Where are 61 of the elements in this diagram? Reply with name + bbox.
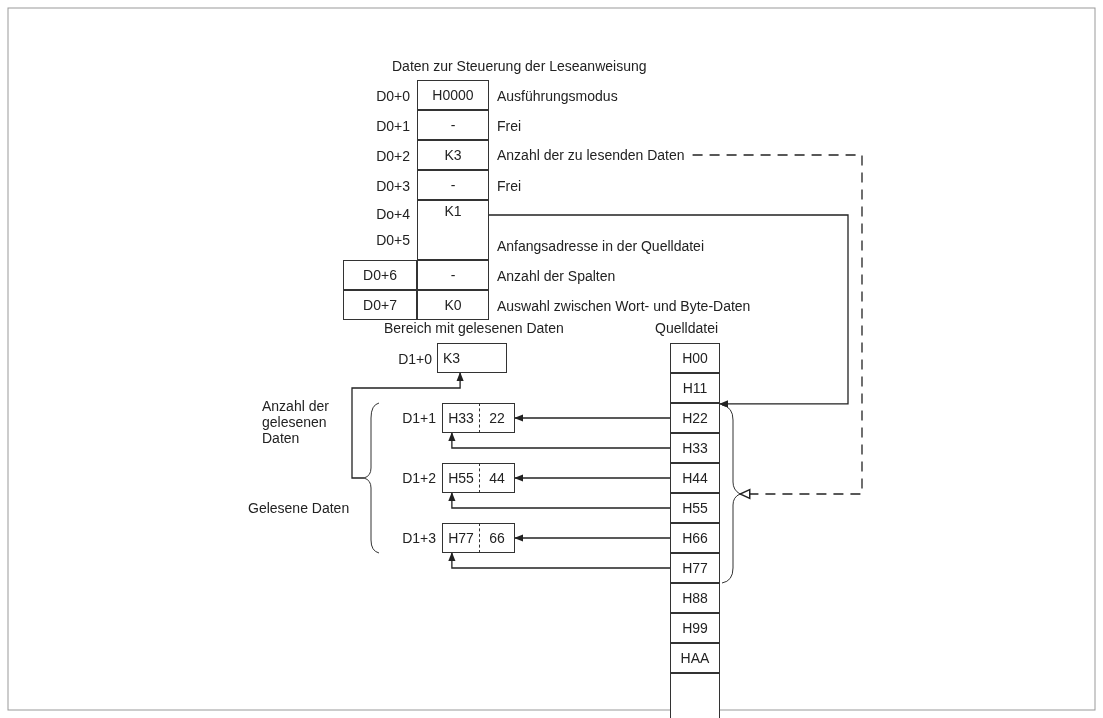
address-label: D1+1 bbox=[401, 410, 436, 426]
description-text: Anzahl der Spalten bbox=[497, 268, 616, 284]
curly-brace bbox=[721, 404, 741, 584]
arrow bbox=[488, 214, 849, 408]
memory-cell: H33 bbox=[670, 433, 720, 463]
address-label: D0+3 bbox=[375, 178, 410, 194]
address-label: D1+0 bbox=[397, 351, 432, 367]
memory-cell: K1 bbox=[417, 200, 489, 260]
memory-cell: 44 bbox=[480, 463, 515, 493]
description-text: Anfangsadresse in der Quelldatei bbox=[497, 238, 705, 254]
memory-cell: H22 bbox=[670, 403, 720, 433]
memory-cell: H11 bbox=[670, 373, 720, 403]
curly-brace bbox=[363, 402, 380, 554]
heading: Daten zur Steuerung der Leseanweisung bbox=[392, 58, 647, 74]
memory-cell: K3 bbox=[437, 343, 507, 373]
description-text: Ausführungsmodus bbox=[497, 88, 618, 104]
memory-cell: H0000 bbox=[417, 80, 489, 110]
description-text: Frei bbox=[497, 118, 522, 134]
heading: Bereich mit gelesenen Daten bbox=[384, 320, 564, 336]
memory-cell: H33 bbox=[442, 403, 480, 433]
memory-cell: H88 bbox=[670, 583, 720, 613]
arrow bbox=[448, 492, 671, 509]
memory-cell: H66 bbox=[670, 523, 720, 553]
arrow bbox=[514, 474, 671, 482]
memory-cell: H00 bbox=[670, 343, 720, 373]
memory-cell: H55 bbox=[442, 463, 480, 493]
address-label: D0+0 bbox=[375, 88, 410, 104]
memory-cell: - bbox=[417, 110, 489, 140]
arrow bbox=[448, 432, 671, 449]
arrow bbox=[351, 372, 464, 479]
annotation-text: Gelesene Daten bbox=[248, 500, 350, 516]
address-label: Do+4 bbox=[375, 206, 410, 222]
address-label: D0+1 bbox=[375, 118, 410, 134]
arrow bbox=[448, 552, 671, 569]
memory-cell: 66 bbox=[480, 523, 515, 553]
memory-cell: D0+6 bbox=[343, 260, 417, 290]
address-label: D0+5 bbox=[375, 232, 410, 248]
address-label: D1+2 bbox=[401, 470, 436, 486]
memory-cell: H55 bbox=[670, 493, 720, 523]
heading: Quelldatei bbox=[655, 320, 719, 336]
memory-cell: HAA bbox=[670, 643, 720, 673]
memory-cell: K0 bbox=[417, 290, 489, 320]
memory-cell: - bbox=[417, 260, 489, 290]
address-label: D0+2 bbox=[375, 148, 410, 164]
memory-cell: H77 bbox=[670, 553, 720, 583]
memory-cell: D0+7 bbox=[343, 290, 417, 320]
memory-cell bbox=[670, 673, 720, 718]
memory-cell: - bbox=[417, 170, 489, 200]
memory-cell: K3 bbox=[417, 140, 489, 170]
memory-cell: H44 bbox=[670, 463, 720, 493]
arrow bbox=[514, 414, 671, 422]
address-label: D1+3 bbox=[401, 530, 436, 546]
description-text: Frei bbox=[497, 178, 522, 194]
annotation-text: Anzahl der gelesenen Daten bbox=[262, 398, 330, 446]
memory-cell: H77 bbox=[442, 523, 480, 553]
description-text: Anzahl der zu lesenden Daten bbox=[497, 144, 685, 166]
memory-cell: H99 bbox=[670, 613, 720, 643]
arrow bbox=[514, 534, 671, 542]
description-text: Auswahl zwischen Wort- und Byte-Daten bbox=[497, 298, 751, 314]
arrow bbox=[691, 154, 863, 500]
memory-cell: 22 bbox=[480, 403, 515, 433]
